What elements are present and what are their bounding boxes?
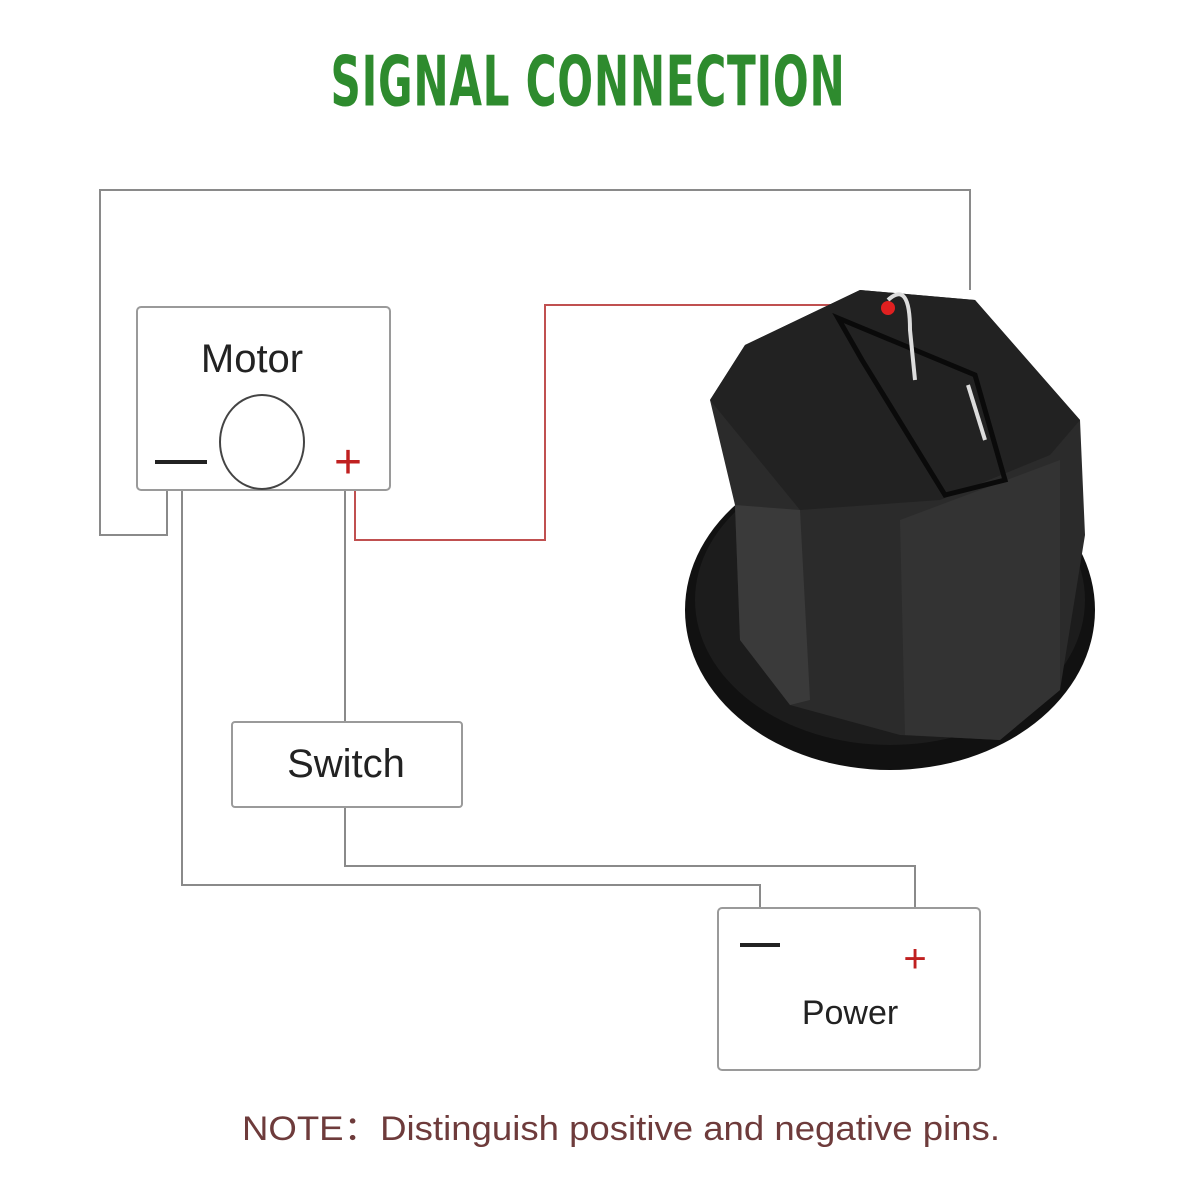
negative-wire — [181, 490, 761, 908]
power-minus-terminal — [740, 943, 780, 947]
outer-signal-wire — [99, 189, 971, 536]
red-signal-wire — [354, 304, 885, 541]
motor-box: Motor + — [136, 306, 391, 491]
motor-symbol-icon — [219, 394, 305, 490]
hour-meter-device — [685, 290, 1095, 770]
power-label: Power — [802, 994, 898, 1032]
switch-label: Switch — [287, 742, 405, 786]
motor-plus-terminal: + — [334, 436, 362, 489]
motor-label: Motor — [201, 337, 303, 381]
motor-minus-terminal — [155, 460, 207, 464]
diagram-title: SIGNAL CONNECTION — [331, 43, 846, 123]
power-box: + Power — [717, 907, 981, 1071]
switch-to-power-wire — [344, 807, 916, 908]
note-text: NOTE：Distinguish positive and negative p… — [242, 1110, 1000, 1148]
power-plus-terminal: + — [903, 937, 926, 981]
switch-box: Switch — [231, 721, 463, 808]
